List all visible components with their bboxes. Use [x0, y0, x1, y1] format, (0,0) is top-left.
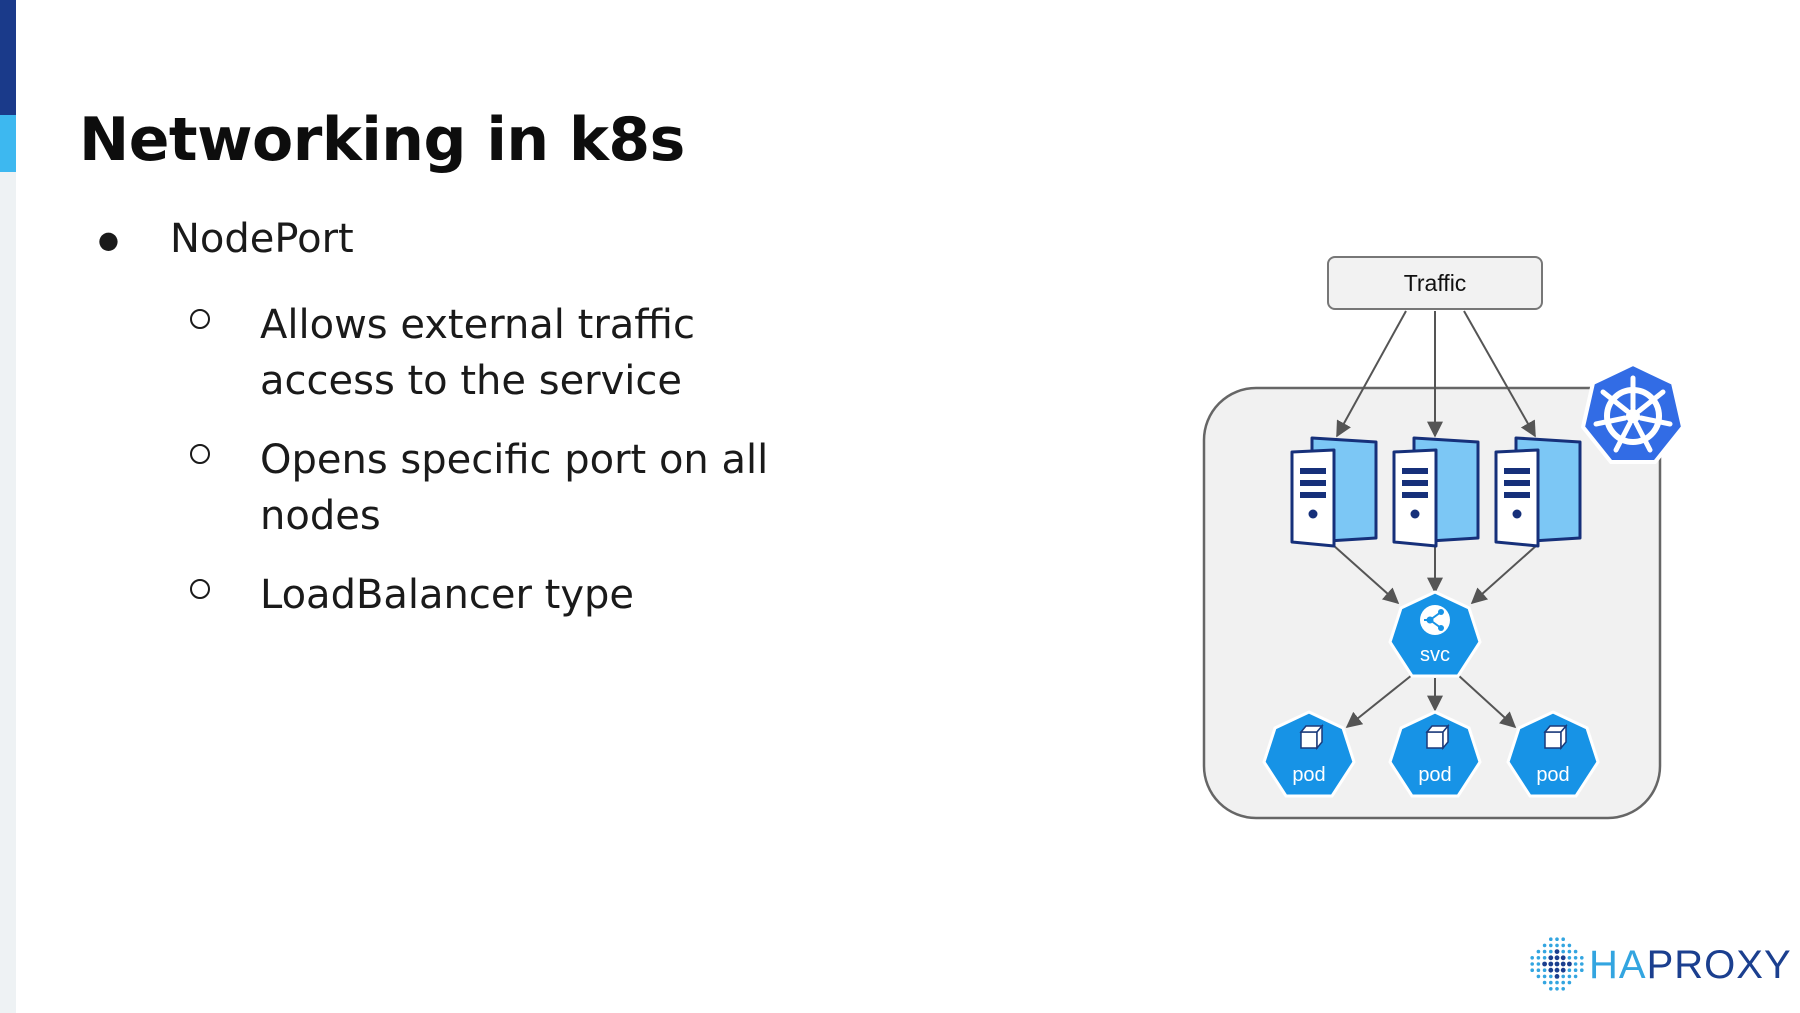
logo-text-proxy: PROXY	[1646, 943, 1792, 987]
logo-dot	[1573, 962, 1578, 966]
logo-dot	[1560, 967, 1566, 973]
logo-dot	[1561, 974, 1565, 979]
logo-dot	[1561, 980, 1565, 985]
logo-dot	[1549, 987, 1553, 991]
logo-dot	[1542, 956, 1547, 960]
logo-dot	[1542, 968, 1547, 972]
node-server-icon	[1392, 436, 1480, 548]
logo-dot	[1573, 968, 1578, 972]
cube-icon	[1543, 723, 1568, 751]
service-hex	[1388, 590, 1482, 678]
bullet-ring-icon	[190, 579, 210, 599]
logo-dot	[1573, 949, 1578, 954]
pod-hex-3	[1506, 710, 1600, 798]
bullet-ring-icon	[190, 309, 210, 329]
logo-dot	[1567, 968, 1572, 972]
pod-label: pod	[1292, 764, 1326, 786]
logo-dot	[1573, 974, 1578, 979]
logo-dot	[1536, 968, 1541, 972]
logo-dot	[1567, 943, 1572, 948]
logo-dot	[1580, 956, 1584, 960]
logo-dot	[1560, 955, 1566, 961]
logo-dot	[1536, 956, 1541, 960]
logo-dot	[1567, 974, 1572, 979]
pod-label: pod	[1536, 764, 1570, 786]
logo-dot	[1554, 961, 1560, 967]
logo-dot	[1542, 949, 1547, 954]
logo-dot	[1567, 961, 1572, 967]
logo-dot	[1549, 980, 1553, 985]
arrow-svc-pod-3	[1457, 674, 1517, 729]
logo-dot	[1555, 980, 1559, 985]
bullet-dot-icon: ●	[98, 226, 119, 254]
logo-dot	[1567, 949, 1572, 954]
logo-dot	[1561, 949, 1565, 954]
node-server-icon	[1494, 436, 1582, 548]
logo-dot	[1549, 974, 1553, 979]
traffic-box: Traffic	[1327, 256, 1543, 310]
logo-text-ha: HA	[1589, 943, 1647, 987]
accent-bar-light	[0, 115, 16, 172]
node-server-icon	[1290, 436, 1378, 548]
side-strip	[0, 0, 16, 1013]
logo-dot	[1536, 962, 1541, 966]
logo-dot	[1555, 937, 1559, 941]
cube-icon	[1425, 723, 1450, 751]
logo-dot	[1549, 937, 1553, 941]
logo-dot	[1580, 962, 1584, 966]
logo-dot	[1561, 987, 1565, 991]
logo-dot	[1567, 980, 1572, 985]
logo-dot	[1542, 974, 1547, 979]
logo-dot	[1561, 943, 1565, 948]
logo-dot	[1554, 949, 1560, 954]
pod-label: pod	[1418, 764, 1452, 786]
arrow-traffic-node-3	[1463, 310, 1536, 438]
arrow-svc-pod-1	[1345, 674, 1413, 728]
sub-bullet-text: LoadBalancer type	[260, 572, 635, 618]
logo-dot	[1573, 956, 1578, 960]
haproxy-logo-icon	[1530, 937, 1584, 991]
sub-bullet-text: Opens specific port on all nodes	[260, 437, 769, 539]
logo-dot	[1542, 980, 1547, 985]
arrow-traffic-node-1	[1336, 310, 1407, 438]
pod-hex-2	[1388, 710, 1482, 798]
logo-dot	[1555, 943, 1559, 948]
logo-dot	[1555, 987, 1559, 991]
logo-dot	[1554, 955, 1560, 961]
haproxy-logo-text: HAPROXY	[1589, 940, 1792, 990]
logo-dot	[1549, 949, 1553, 954]
bullet-label: NodePort	[170, 216, 354, 262]
logo-dot	[1580, 968, 1584, 972]
bullet-ring-icon	[190, 444, 210, 464]
logo-dot	[1530, 962, 1534, 966]
accent-bar-dark	[0, 0, 16, 115]
pod-hex-1	[1262, 710, 1356, 798]
cube-icon	[1299, 723, 1324, 751]
logo-dot	[1567, 956, 1572, 960]
logo-dot	[1542, 961, 1547, 967]
logo-dot	[1530, 956, 1534, 960]
logo-dot	[1554, 974, 1560, 979]
slide-title: Networking in k8s	[79, 105, 685, 175]
arrow-node-3-svc	[1470, 544, 1538, 605]
sub-bullet-text: Allows external traffic access to the se…	[260, 302, 695, 404]
logo-dot	[1548, 967, 1554, 973]
kubernetes-logo-icon	[1580, 361, 1686, 464]
arrow-node-1-svc	[1332, 544, 1400, 605]
logo-dot	[1554, 967, 1560, 973]
logo-dot	[1548, 955, 1554, 961]
logo-dot	[1536, 974, 1541, 979]
logo-dot	[1549, 943, 1553, 948]
logo-dot	[1542, 943, 1547, 948]
logo-dot	[1561, 937, 1565, 941]
service-label: svc	[1420, 644, 1450, 666]
logo-dot	[1548, 961, 1554, 967]
logo-dot	[1530, 968, 1534, 972]
logo-dot	[1560, 961, 1566, 967]
logo-dot	[1536, 949, 1541, 954]
